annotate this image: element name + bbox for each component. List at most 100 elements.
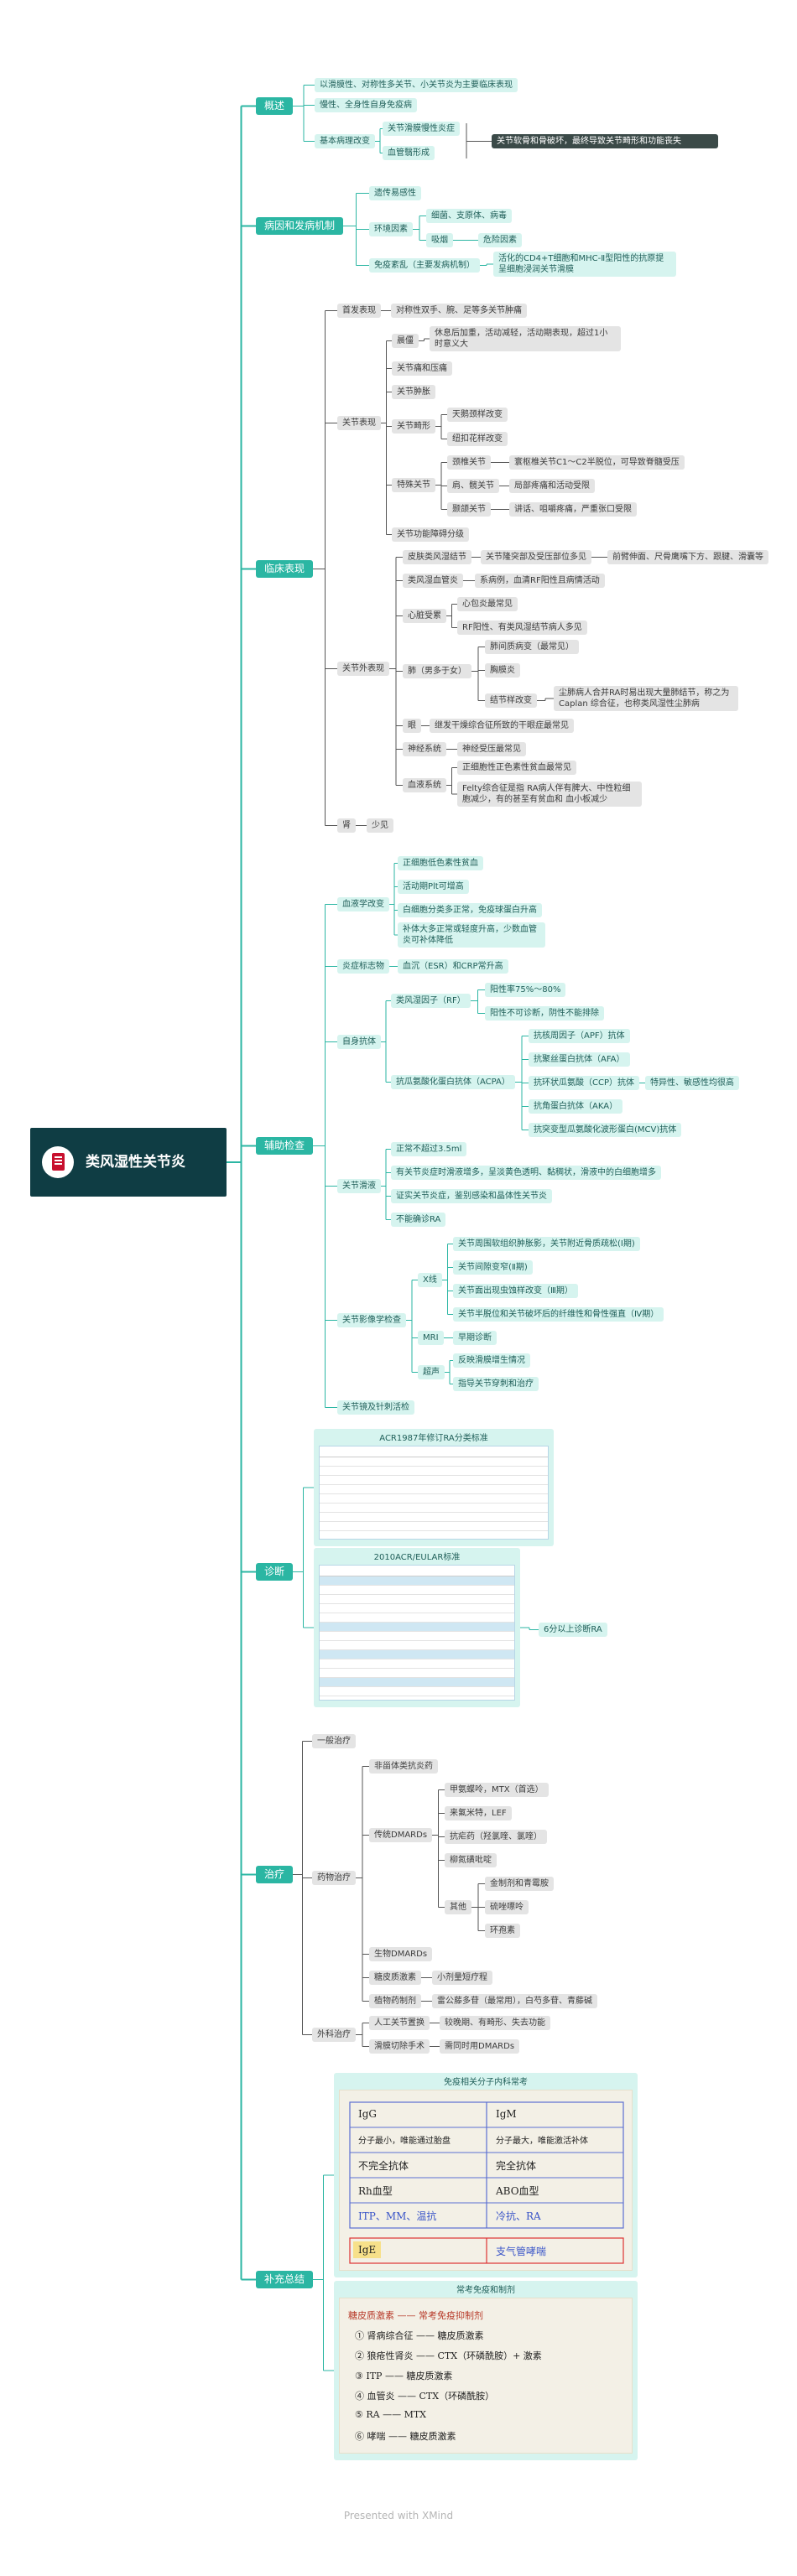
extra-nerve-desc[interactable]: 神经受压最常见	[457, 742, 526, 756]
exam-acpa[interactable]: 抗瓜氨酸化蛋白抗体（ACPA）	[391, 1075, 515, 1089]
pathology-pannus[interactable]: 血管翳形成	[383, 146, 435, 160]
acpa-afa[interactable]: 抗聚丝蛋白抗体（AFA）	[529, 1052, 630, 1067]
etiology-environment[interactable]: 环境因素	[369, 222, 413, 236]
drug-steroid[interactable]: 糖皮质激素	[369, 1971, 421, 1985]
exam-synovial-fluid[interactable]: 关节滑液	[337, 1179, 381, 1193]
treatment-general[interactable]: 一般治疗	[312, 1734, 356, 1748]
joint-deformity[interactable]: 关节畸形	[392, 419, 435, 434]
surgery-replacement[interactable]: 人工关节置换	[369, 2016, 430, 2030]
treatment-surgery[interactable]: 外科治疗	[312, 2028, 356, 2042]
other-azathioprine[interactable]: 硫唑嘌呤	[485, 1900, 529, 1914]
extra-lung[interactable]: 肺（男多于女）	[403, 664, 471, 678]
imaging-mri[interactable]: MRI	[418, 1331, 444, 1345]
rf-interpretation[interactable]: 阳性不可诊断，阴性不能排除	[485, 1006, 604, 1021]
joint-swelling[interactable]: 关节肿胀	[392, 385, 435, 399]
extra-nodule-sites[interactable]: 前臂伸面、尺骨鹰嘴下方、跟腱、滑囊等	[607, 550, 768, 564]
exam-imaging[interactable]: 关节影像学检查	[337, 1313, 406, 1327]
clinical-extra-articular[interactable]: 关节外表现	[337, 662, 389, 676]
heart-pericarditis[interactable]: 心包炎最常见	[457, 597, 518, 611]
env-pathogens[interactable]: 细菌、支原体、病毒	[426, 209, 512, 223]
etiology-genetic[interactable]: 遗传易感性	[369, 186, 421, 200]
exam-rf[interactable]: 类风湿因子（RF）	[391, 994, 471, 1008]
exam-inflammation-desc[interactable]: 血沉（ESR）和CRP常升高	[398, 959, 508, 974]
pathology-synovitis[interactable]: 关节滑膜慢性炎症	[383, 122, 460, 136]
exam-blood-2[interactable]: 活动期Plt可增高	[398, 880, 469, 894]
extra-nodule-desc[interactable]: 关节隆突部及受压部位多见	[481, 550, 591, 564]
surgery-synovectomy-desc[interactable]: 需同时用DMARDs	[440, 2039, 520, 2054]
joint-pain[interactable]: 关节痛和压痛	[392, 361, 452, 376]
topic-summary[interactable]: 补充总结	[256, 2271, 314, 2288]
topic-clinical[interactable]: 临床表现	[256, 560, 314, 578]
extra-vasculitis-desc[interactable]: 系病例，血清RF阳性且病情活动	[475, 574, 605, 588]
other-cyclosporine[interactable]: 环孢素	[485, 1924, 520, 1938]
immune-drugs-image[interactable]: 常考免疫和制剂 糖皮质激素 —— 常考免疫抑制剂 ① 肾病综合征 —— 糖皮质激…	[334, 2281, 638, 2460]
acpa-mcv[interactable]: 抗突变型瓜氨酸化波形蛋白(MCV)抗体	[529, 1123, 682, 1137]
exam-blood-4[interactable]: 补体大多正常或轻度升高，少数血管炎可补体降低	[398, 922, 545, 948]
drug-herbal-desc[interactable]: 雷公藤多苷（最常用），白芍多苷、青藤碱	[432, 1994, 597, 2008]
dmard-antimalarial[interactable]: 抗疟药（羟氯喹、氯喹）	[445, 1830, 547, 1844]
joint-function-grade[interactable]: 关节功能障碍分级	[392, 527, 469, 542]
topic-etiology[interactable]: 病因和发病机制	[256, 217, 344, 235]
drug-steroid-desc[interactable]: 小剂量短疗程	[432, 1971, 492, 1985]
env-smoking[interactable]: 吸烟	[426, 233, 453, 247]
clinical-joint[interactable]: 关节表现	[337, 416, 381, 430]
fluid-1[interactable]: 正常不超过3.5ml	[391, 1142, 467, 1156]
exam-inflammation[interactable]: 炎症标志物	[337, 959, 389, 974]
exam-blood-3[interactable]: 白细胞分类多正常，免疫球蛋白升高	[398, 903, 542, 917]
blood-anemia[interactable]: 正细胞性正色素性贫血最常见	[457, 761, 576, 775]
topic-diagnosis[interactable]: 诊断	[256, 1563, 294, 1581]
drug-dmards[interactable]: 传统DMARDs	[369, 1828, 433, 1842]
dmard-mtx[interactable]: 甲氨蝶呤，MTX（首选）	[445, 1783, 549, 1797]
immune-molecules-image[interactable]: 免疫相关分子内科常考 IgG IgM 分子最小，唯能通过胎盘 分子最大，唯能激活…	[334, 2073, 638, 2277]
fluid-4[interactable]: 不能确诊RA	[391, 1213, 446, 1227]
fluid-2[interactable]: 有关节炎症时滑液增多，呈淡黄色透明、黏稠状，滑液中的白细胞增多	[391, 1166, 661, 1180]
acpa-apf[interactable]: 抗核周因子（APF）抗体	[529, 1029, 630, 1043]
dmard-other[interactable]: 其他	[445, 1900, 471, 1914]
special-cervical[interactable]: 颈椎关节	[447, 455, 491, 470]
other-gold[interactable]: 金制剂和青霉胺	[485, 1877, 554, 1891]
clinical-kidney-desc[interactable]: 少见	[367, 818, 393, 833]
lung-nodules[interactable]: 结节样改变	[485, 693, 537, 708]
overview-item-3[interactable]: 基本病理改变	[315, 134, 375, 148]
special-cervical-desc[interactable]: 寰枢椎关节C1～C2半脱位，可导致脊髓受压	[509, 455, 685, 470]
extra-vasculitis[interactable]: 类风湿血管炎	[403, 574, 463, 588]
acr-eular-2010-image[interactable]: 2010ACR/EULAR标准	[314, 1548, 520, 1707]
env-smoking-note[interactable]: 危险因素	[478, 233, 522, 247]
extra-eye[interactable]: 眼	[403, 719, 421, 733]
surgery-replacement-desc[interactable]: 较晚期、有畸形、失去功能	[440, 2016, 550, 2030]
special-tmj-desc[interactable]: 讲话、咀嚼疼痛，严重张口受限	[509, 502, 637, 517]
joint-stiffness-desc[interactable]: 休息后加重，活动减轻，活动期表现，超过1小时意义大	[430, 326, 621, 351]
clinical-kidney[interactable]: 肾	[337, 818, 356, 833]
lung-interstitial[interactable]: 肺间质病变（最常见）	[485, 640, 579, 654]
special-shoulder-hip-desc[interactable]: 局部疼痛和活动受限	[509, 479, 595, 493]
pathology-outcome[interactable]: 关节软骨和骨破坏，最终导致关节畸形和功能丧失	[492, 134, 718, 148]
us-guidance[interactable]: 指导关节穿刺和治疗	[453, 1377, 539, 1391]
topic-treatment[interactable]: 治疗	[256, 1866, 294, 1883]
acpa-ccp[interactable]: 抗环状瓜氨酸（CCP）抗体	[529, 1076, 639, 1090]
overview-item-1[interactable]: 以滑膜性、对称性多关节、小关节炎为主要临床表现	[315, 78, 518, 92]
exam-arthroscopy[interactable]: 关节镜及针刺活检	[337, 1400, 414, 1415]
overview-item-2[interactable]: 慢性、全身性自身免疫病	[315, 98, 417, 112]
imaging-mri-desc[interactable]: 早期诊断	[453, 1331, 497, 1345]
exam-autoantibody[interactable]: 自身抗体	[337, 1035, 381, 1049]
extra-heart[interactable]: 心脏受累	[403, 609, 446, 623]
immune-note[interactable]: 活化的CD4+T细胞和MHC-Ⅱ型阳性的抗原提呈细胞浸润关节滑膜	[493, 252, 676, 277]
acr1987-criteria-image[interactable]: ACR1987年修订RA分类标准	[314, 1429, 554, 1546]
clinical-onset[interactable]: 首发表现	[337, 304, 381, 318]
treatment-drug[interactable]: 药物治疗	[312, 1871, 356, 1885]
imaging-xray[interactable]: X线	[418, 1273, 442, 1287]
fluid-3[interactable]: 证实关节炎症，鉴别感染和晶体性关节炎	[391, 1189, 552, 1203]
drug-herbal[interactable]: 植物药制剂	[369, 1994, 421, 2008]
exam-blood-1[interactable]: 正细胞低色素性贫血	[398, 856, 483, 870]
extra-nodule[interactable]: 皮肤类风湿结节	[403, 550, 471, 564]
imaging-ultrasound[interactable]: 超声	[418, 1365, 445, 1379]
clinical-onset-desc[interactable]: 对称性双手、腕、足等多关节肿痛	[391, 304, 527, 318]
xray-stage-1[interactable]: 关节周围软组织肿胀影，关节附近骨质疏松(Ⅰ期)	[453, 1237, 640, 1251]
deformity-boutonniere[interactable]: 纽扣花样改变	[447, 432, 508, 446]
special-tmj[interactable]: 颞颌关节	[447, 502, 491, 517]
root-topic[interactable]: 类风湿性关节炎	[30, 1128, 227, 1197]
drug-biologic[interactable]: 生物DMARDs	[369, 1947, 433, 1961]
joint-special[interactable]: 特殊关节	[392, 478, 435, 492]
heart-rf-positive[interactable]: RF阳性、有类风湿结节病人多见	[457, 621, 587, 635]
us-synovium[interactable]: 反映滑膜增生情况	[453, 1353, 530, 1368]
